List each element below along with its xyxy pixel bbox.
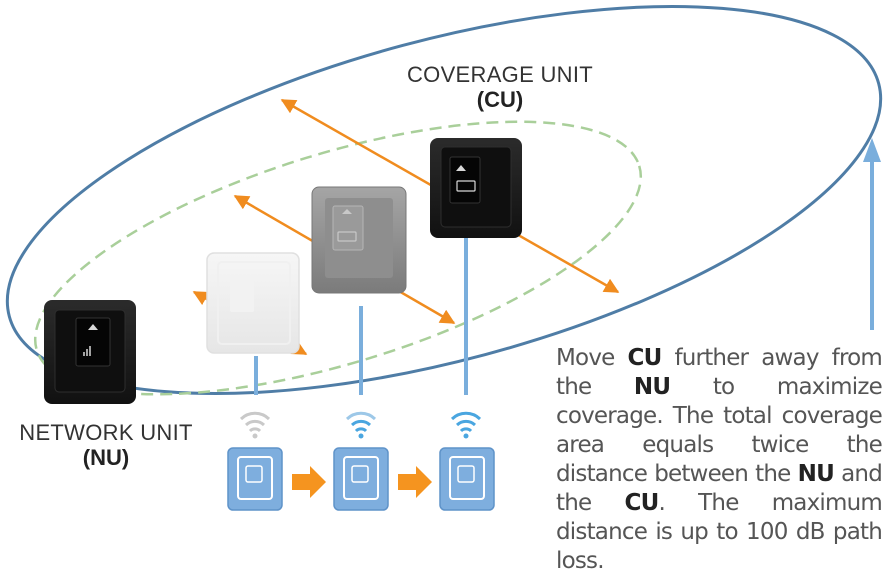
coverage-unit-abbr: (CU): [476, 87, 524, 113]
desc-part: Move: [556, 345, 628, 371]
right-arrow-icon: [398, 466, 432, 498]
desc-part: and the: [556, 461, 883, 516]
network-unit-label: NETWORK UNIT (NU): [0, 420, 212, 471]
wifi-icon: [239, 411, 271, 439]
coverage-unit-title: COVERAGE UNIT: [406, 62, 594, 87]
mini-unit-icon: [227, 447, 283, 511]
up-arrow-icon: [863, 138, 881, 330]
network-unit-title: NETWORK UNIT: [19, 420, 193, 445]
desc-part: . The maximum distance is up to 100 dB p…: [556, 490, 883, 574]
desc-nu: NU: [797, 461, 835, 487]
desc-part: further away from the: [556, 345, 883, 400]
mini-unit-icon: [439, 447, 495, 511]
wifi-icon: [345, 411, 377, 439]
mini-unit-icon: [333, 447, 389, 511]
right-arrow-icon: [292, 466, 326, 498]
signal-bars-icon: [456, 165, 466, 171]
description-text: Move CU further away from the NU to maxi…: [556, 344, 883, 576]
light-device: [206, 252, 300, 354]
network-unit-device: [44, 300, 136, 404]
outer-coverage-ellipse: [5, 4, 883, 396]
coverage-unit-device: [430, 138, 522, 238]
network-unit-abbr: (NU): [82, 445, 130, 471]
desc-nu: NU: [633, 374, 671, 400]
desc-part: to maximize coverage. The total coverage…: [556, 374, 883, 487]
gray-device: [311, 186, 407, 294]
battery-icon: [456, 180, 476, 192]
desc-cu: CU: [627, 345, 663, 371]
desc-cu: CU: [624, 490, 660, 516]
coverage-unit-label: COVERAGE UNIT (CU): [380, 62, 620, 113]
wifi-icon: [450, 411, 482, 439]
